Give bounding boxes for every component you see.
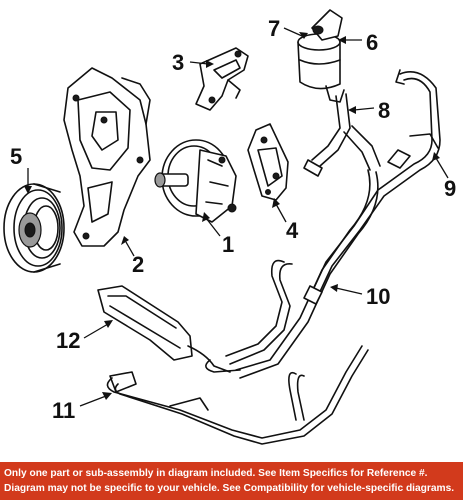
hose-assembly — [205, 169, 379, 379]
callout-12: 12 — [56, 328, 80, 353]
reservoir — [297, 9, 345, 103]
callout-5: 5 — [10, 144, 22, 169]
callout-7: 7 — [268, 16, 280, 41]
callout-1: 1 — [222, 232, 234, 257]
power-steering-exploded-diagram: 5 2 3 1 4 6 7 8 9 10 12 11 — [3, 9, 456, 445]
disclaimer-banner: Only one part or sub-assembly in diagram… — [0, 462, 463, 500]
callout-10: 10 — [366, 284, 390, 309]
callout-9: 9 — [444, 176, 456, 201]
power-steering-cooler — [97, 285, 231, 373]
callout-leaders — [24, 27, 449, 407]
pulley — [3, 183, 65, 273]
disclaimer-line-1: Only one part or sub-assembly in diagram… — [4, 468, 428, 479]
cooler-lines — [106, 345, 369, 445]
callout-11: 11 — [52, 398, 75, 423]
mounting-bracket — [63, 67, 151, 247]
return-hose — [303, 93, 381, 177]
callout-4: 4 — [286, 218, 299, 243]
power-steering-pump — [154, 139, 237, 223]
support-bracket — [195, 47, 249, 111]
disclaimer-line-2: Diagram may not be specific to your vehi… — [4, 483, 455, 494]
callout-2: 2 — [132, 252, 144, 277]
callout-6: 6 — [366, 30, 378, 55]
pressure-hose — [311, 69, 441, 297]
pump-bracket — [247, 123, 289, 201]
callout-3: 3 — [172, 50, 184, 75]
callout-8: 8 — [378, 98, 390, 123]
